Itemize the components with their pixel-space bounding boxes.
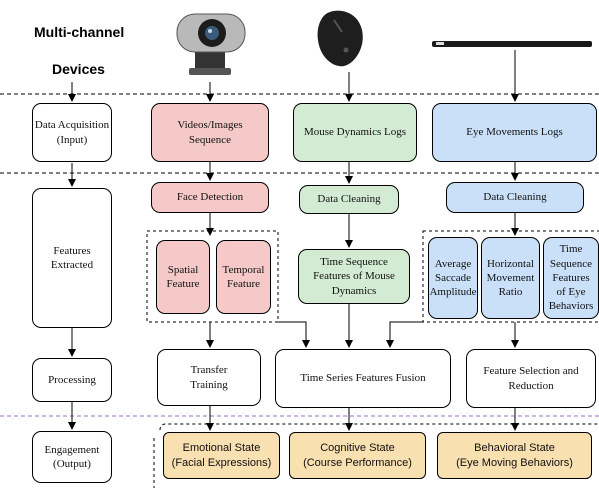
video-sequence-box: Videos/Images Sequence xyxy=(151,103,269,162)
eye-tracker-icon xyxy=(432,41,592,47)
stage-features-extracted: Features Extracted xyxy=(32,188,112,328)
saccade-amplitude-box: Average Saccade Amplitude xyxy=(428,237,478,319)
temporal-feature-box: Temporal Feature xyxy=(216,240,271,314)
features-fusion-box: Time Series Features Fusion xyxy=(275,349,451,408)
transfer-training-box: Transfer Training xyxy=(157,349,261,406)
eye-time-sequence-box: Time Sequence Features of Eye Behaviors xyxy=(543,237,599,319)
mouse-dynamics-logs-box: Mouse Dynamics Logs xyxy=(293,103,417,162)
output-group xyxy=(153,423,599,488)
devices-header-line2: Devices xyxy=(52,61,105,77)
webcam-icon xyxy=(176,13,246,75)
mouse-data-cleaning-box: Data Cleaning xyxy=(299,185,399,214)
mouse-icon xyxy=(317,10,363,67)
face-detection-box: Face Detection xyxy=(151,182,269,213)
horizontal-movement-box: Horizontal Movement Ratio xyxy=(481,237,540,319)
spatial-feature-box: Spatial Feature xyxy=(156,240,210,314)
emotional-state-box: Emotional State (Facial Expressions) xyxy=(163,432,280,479)
stage-data-acquisition: Data Acquisition (Input) xyxy=(32,103,112,162)
eye-data-cleaning-box: Data Cleaning xyxy=(446,182,584,213)
eye-movements-logs-box: Eye Movements Logs xyxy=(432,103,597,162)
feature-selection-box: Feature Selection and Reduction xyxy=(466,349,596,408)
stage-processing: Processing xyxy=(32,358,112,402)
cognitive-state-box: Cognitive State (Course Performance) xyxy=(289,432,426,479)
stage-engagement: Engagement (Output) xyxy=(32,431,112,483)
devices-header-line1: Multi-channel xyxy=(34,24,125,40)
spatial-temporal-group xyxy=(146,230,279,323)
mouse-time-sequence-box: Time Sequence Features of Mouse Dynamics xyxy=(298,249,410,304)
behavioral-state-box: Behavioral State (Eye Moving Behaviors) xyxy=(437,432,592,479)
